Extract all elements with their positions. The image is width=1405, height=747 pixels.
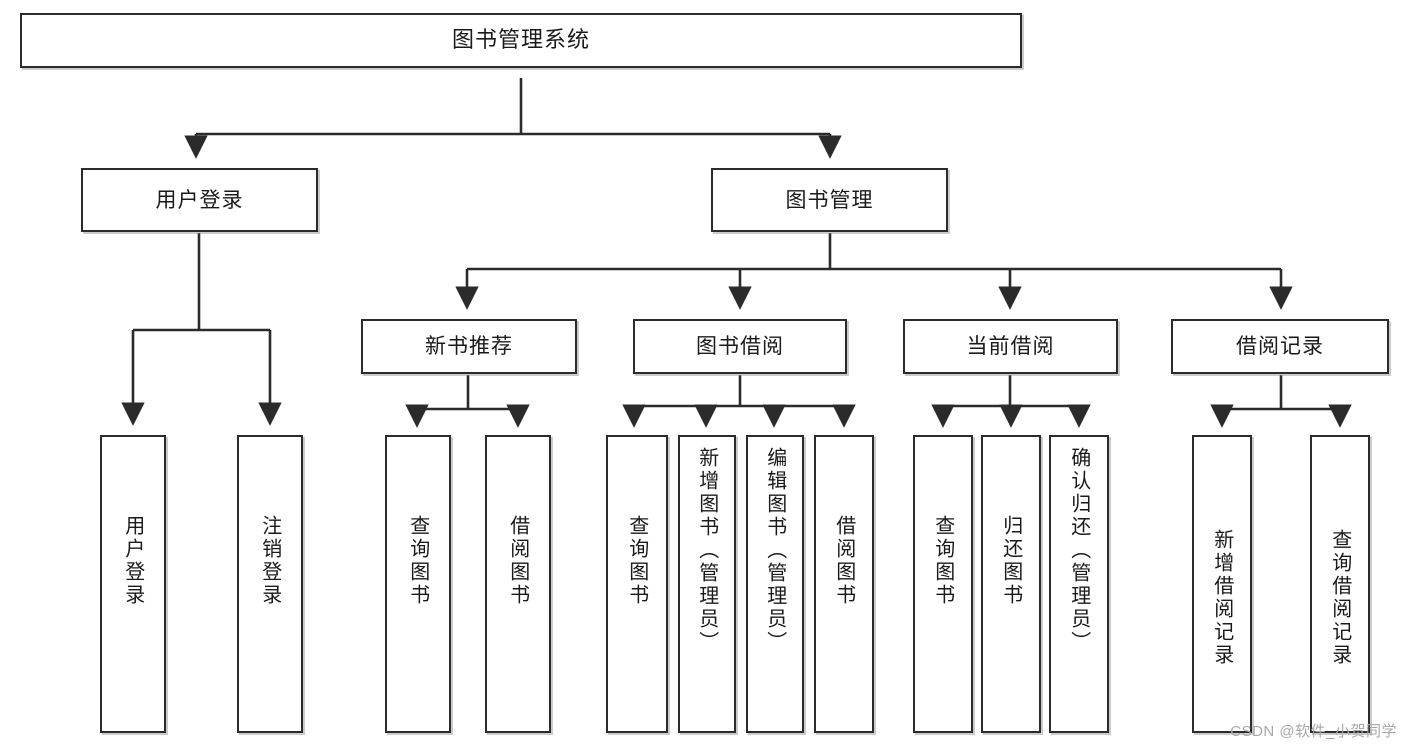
leaf-borrow-books-recommendation[interactable]: 借阅图书 — [485, 435, 551, 733]
node-new-book-recommendation[interactable]: 新书推荐 — [361, 319, 577, 374]
node-label: 新增图书（管理员） — [695, 447, 720, 654]
node-root-book-management-system[interactable]: 图书管理系统 — [20, 13, 1022, 68]
node-book-management[interactable]: 图书管理 — [711, 168, 948, 232]
node-label: 注销登录 — [258, 515, 283, 607]
node-user-login[interactable]: 用户登录 — [81, 168, 318, 232]
node-label: 新书推荐 — [425, 334, 513, 359]
leaf-add-borrow-record[interactable]: 新增借阅记录 — [1192, 435, 1252, 733]
watermark: CSDN @软件_小贺同学 — [1230, 723, 1397, 740]
leaf-query-borrow-record[interactable]: 查询借阅记录 — [1310, 435, 1370, 733]
leaf-query-books-borrowing[interactable]: 查询图书 — [606, 435, 668, 733]
leaf-add-book-admin[interactable]: 新增图书（管理员） — [678, 435, 736, 733]
node-label: 当前借阅 — [966, 334, 1055, 359]
node-label: 确认归还（管理员） — [1067, 447, 1092, 654]
leaf-user-login[interactable]: 用户登录 — [100, 435, 166, 733]
leaf-lend-books[interactable]: 借阅图书 — [814, 435, 874, 733]
node-label: 查询图书 — [625, 515, 650, 607]
node-label: 用户登录 — [121, 515, 146, 607]
node-current-borrowing[interactable]: 当前借阅 — [903, 319, 1118, 374]
node-label: 借阅图书 — [506, 515, 531, 607]
node-label: 图书管理 — [785, 187, 874, 212]
leaf-return-books[interactable]: 归还图书 — [981, 435, 1041, 733]
leaf-confirm-return-admin[interactable]: 确认归还（管理员） — [1049, 435, 1109, 733]
leaf-logout[interactable]: 注销登录 — [237, 435, 303, 733]
leaf-query-books-recommendation[interactable]: 查询图书 — [385, 435, 451, 733]
node-label: 归还图书 — [999, 515, 1024, 607]
node-label: 新增借阅记录 — [1210, 529, 1235, 667]
node-label: 查询借阅记录 — [1328, 529, 1353, 667]
node-label: 查询图书 — [931, 515, 956, 607]
node-label: 编辑图书（管理员） — [763, 447, 788, 654]
leaf-query-books-current[interactable]: 查询图书 — [913, 435, 973, 733]
node-label: 借阅记录 — [1236, 334, 1324, 359]
node-label: 借阅图书 — [832, 515, 857, 607]
leaf-edit-book-admin[interactable]: 编辑图书（管理员） — [746, 435, 804, 733]
node-label: 图书管理系统 — [451, 27, 590, 53]
node-label: 用户登录 — [155, 187, 244, 212]
node-book-borrowing[interactable]: 图书借阅 — [633, 319, 847, 374]
node-label: 查询图书 — [406, 515, 431, 607]
node-label: 图书借阅 — [696, 334, 784, 359]
node-borrowing-records[interactable]: 借阅记录 — [1171, 319, 1389, 374]
